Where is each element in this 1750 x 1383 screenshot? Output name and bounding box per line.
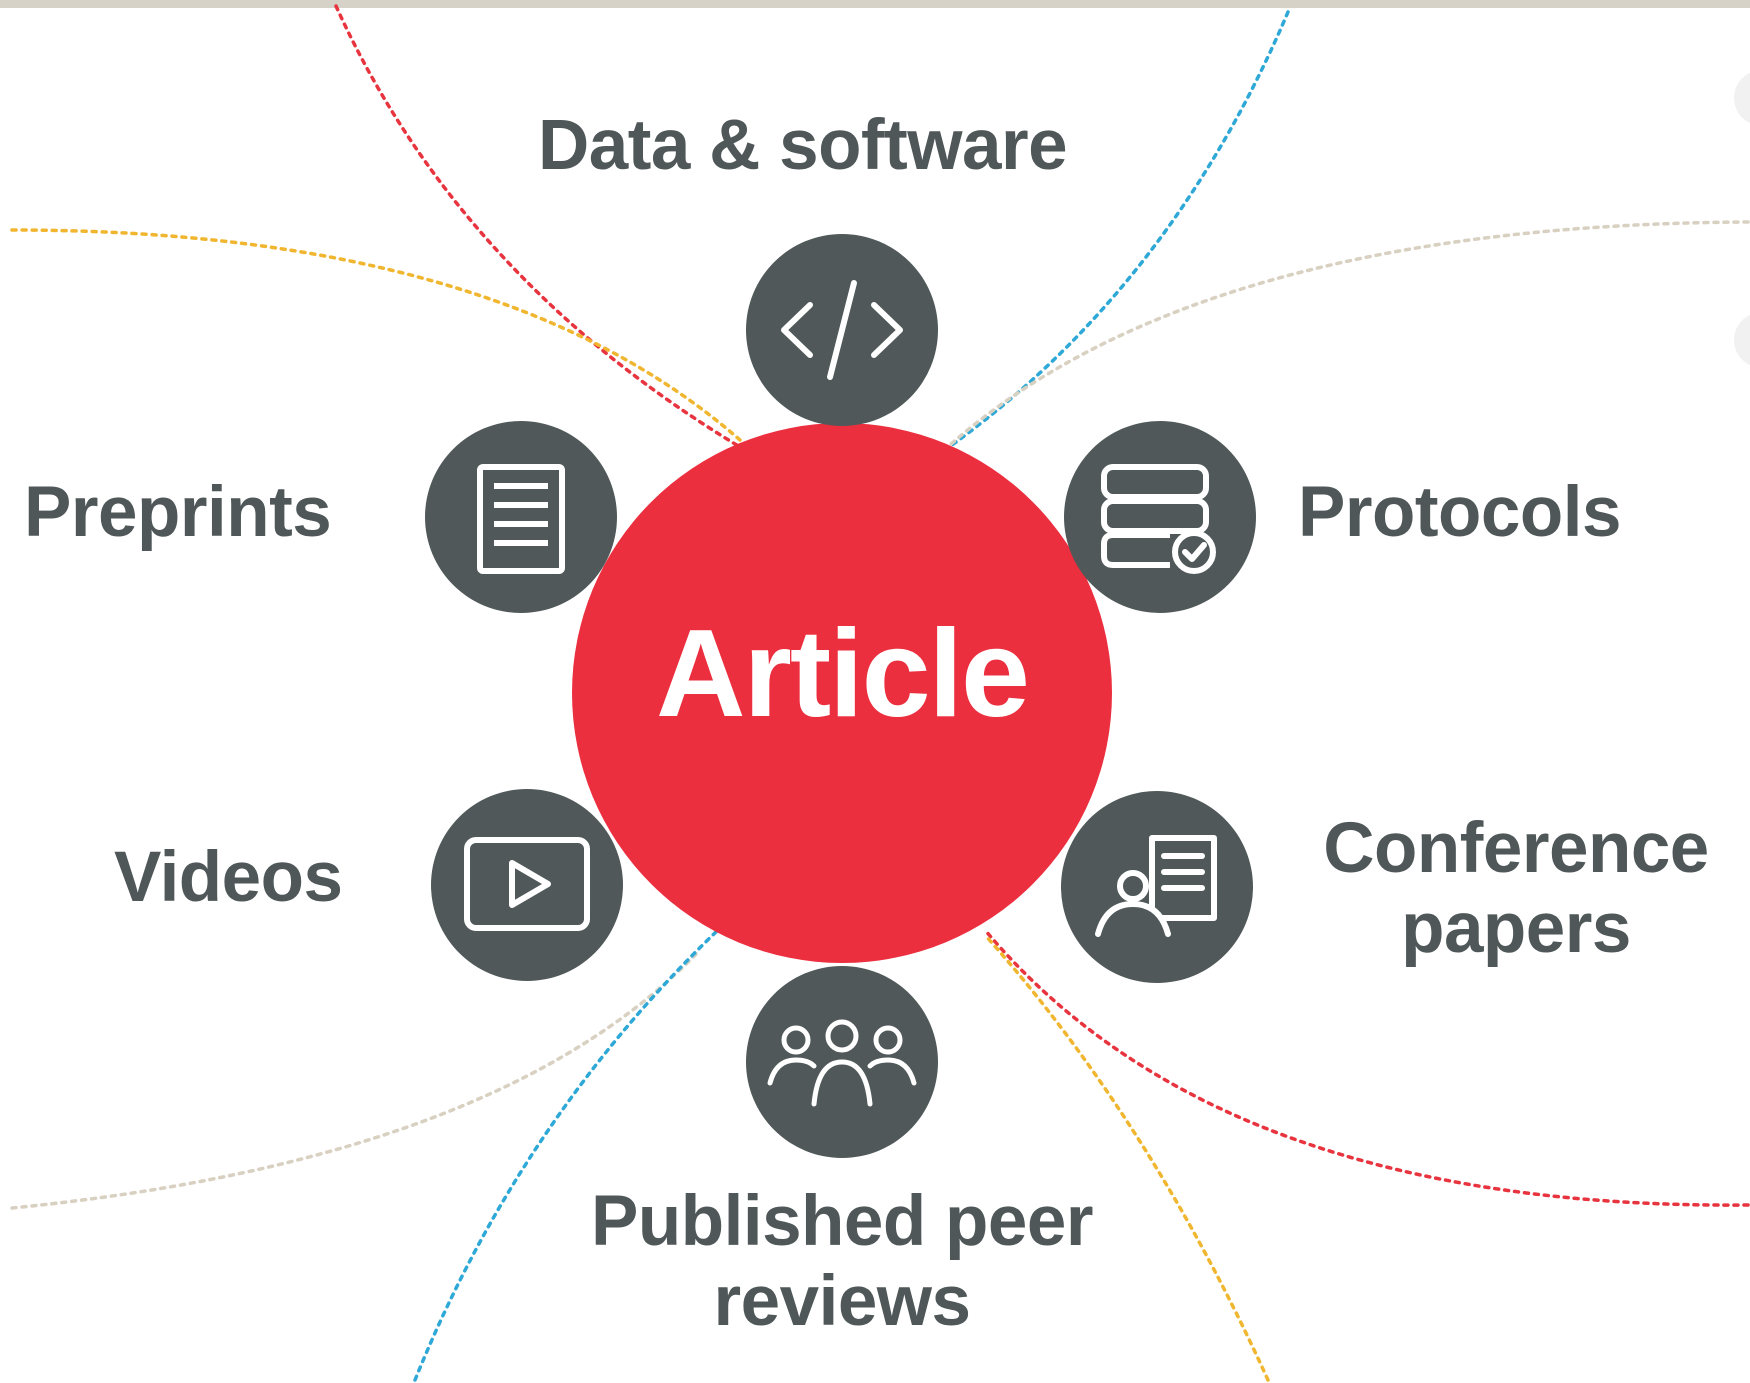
top-rule [0,0,1750,8]
node-circle-preprints [425,421,617,613]
node-preprints[interactable] [425,421,617,613]
label-peer-reviews-line-2: reviews [713,1261,971,1341]
connector-yellow-left [10,228,742,442]
node-conference-papers[interactable] [1061,791,1253,983]
node-circle-videos [431,789,623,981]
edge-circles [1734,72,1750,366]
label-protocols: Protocols [1298,473,1621,552]
edge-circle-top [1734,72,1750,124]
connector-red-bottom [983,928,1750,1207]
node-circle-protocols [1064,421,1256,613]
connector-lines [10,4,1750,1382]
connector-beige-right [948,220,1750,447]
label-conference-papers: Conference papers [1296,809,1736,968]
label-data-software: Data & software [538,106,1068,185]
node-data-software[interactable] [746,234,938,426]
edge-circle-lower [1734,314,1750,366]
article-label: Article [656,605,1030,743]
node-protocols[interactable] [1064,421,1256,613]
connector-blue-top [943,10,1290,452]
document-icon [477,464,565,574]
node-videos[interactable] [431,789,623,981]
label-videos: Videos [114,838,343,917]
group-icon [767,1019,917,1107]
label-peer-reviews: Published peer reviews [540,1182,1144,1341]
label-conference-papers-line-2: papers [1401,888,1631,968]
connector-yellow-bottom [983,933,1270,1382]
database-check-icon [1101,464,1216,574]
connector-red-top [334,4,747,452]
label-peer-reviews-line-1: Published peer [591,1182,1093,1261]
article-circle [572,423,1112,963]
code-icon [781,280,903,380]
connector-blue-bottom [413,928,720,1382]
label-preprints: Preprints [24,473,332,552]
node-peer-reviews[interactable] [746,966,938,1158]
node-circle-conference-papers [1061,791,1253,983]
connector-beige-left [10,948,702,1210]
label-conference-papers-line-1: Conference [1323,809,1709,888]
presenter-document-icon [1095,835,1217,937]
video-play-icon [464,837,590,931]
